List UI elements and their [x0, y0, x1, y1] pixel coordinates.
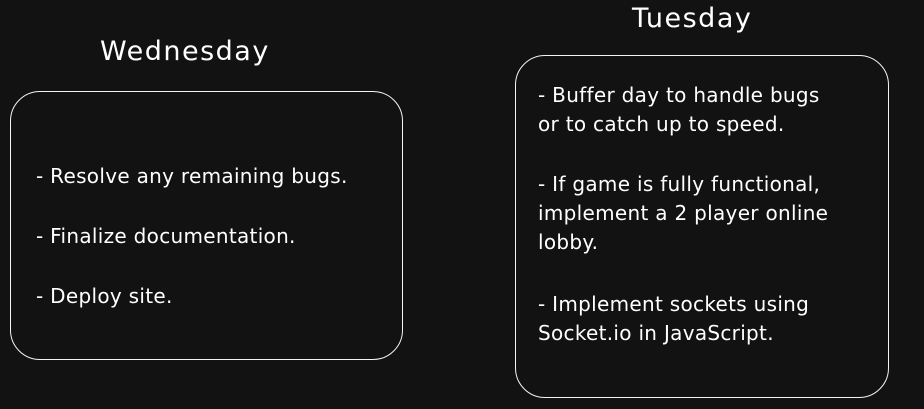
tuesday-card — [515, 55, 889, 398]
tuesday-item-3-line-2: Socket.io in JavaScript. — [538, 321, 774, 345]
tuesday-item-1-line-2: or to catch up to speed. — [538, 112, 785, 136]
wednesday-item-3: - Deploy site. — [36, 284, 173, 308]
wednesday-card — [10, 91, 403, 360]
tuesday-item-3-line-1: - Implement sockets using — [538, 292, 810, 316]
wednesday-item-1: - Resolve any remaining bugs. — [36, 164, 348, 188]
wednesday-title: Wednesday — [100, 36, 270, 67]
tuesday-title: Tuesday — [632, 3, 753, 34]
tuesday-item-2-line-1: - If game is fully functional, — [538, 172, 821, 196]
tuesday-item-2-line-2: implement a 2 player online — [538, 201, 829, 225]
tuesday-item-2-line-3: lobby. — [538, 230, 599, 254]
tuesday-item-1-line-1: - Buffer day to handle bugs — [538, 83, 820, 107]
wednesday-item-2: - Finalize documentation. — [36, 224, 296, 248]
